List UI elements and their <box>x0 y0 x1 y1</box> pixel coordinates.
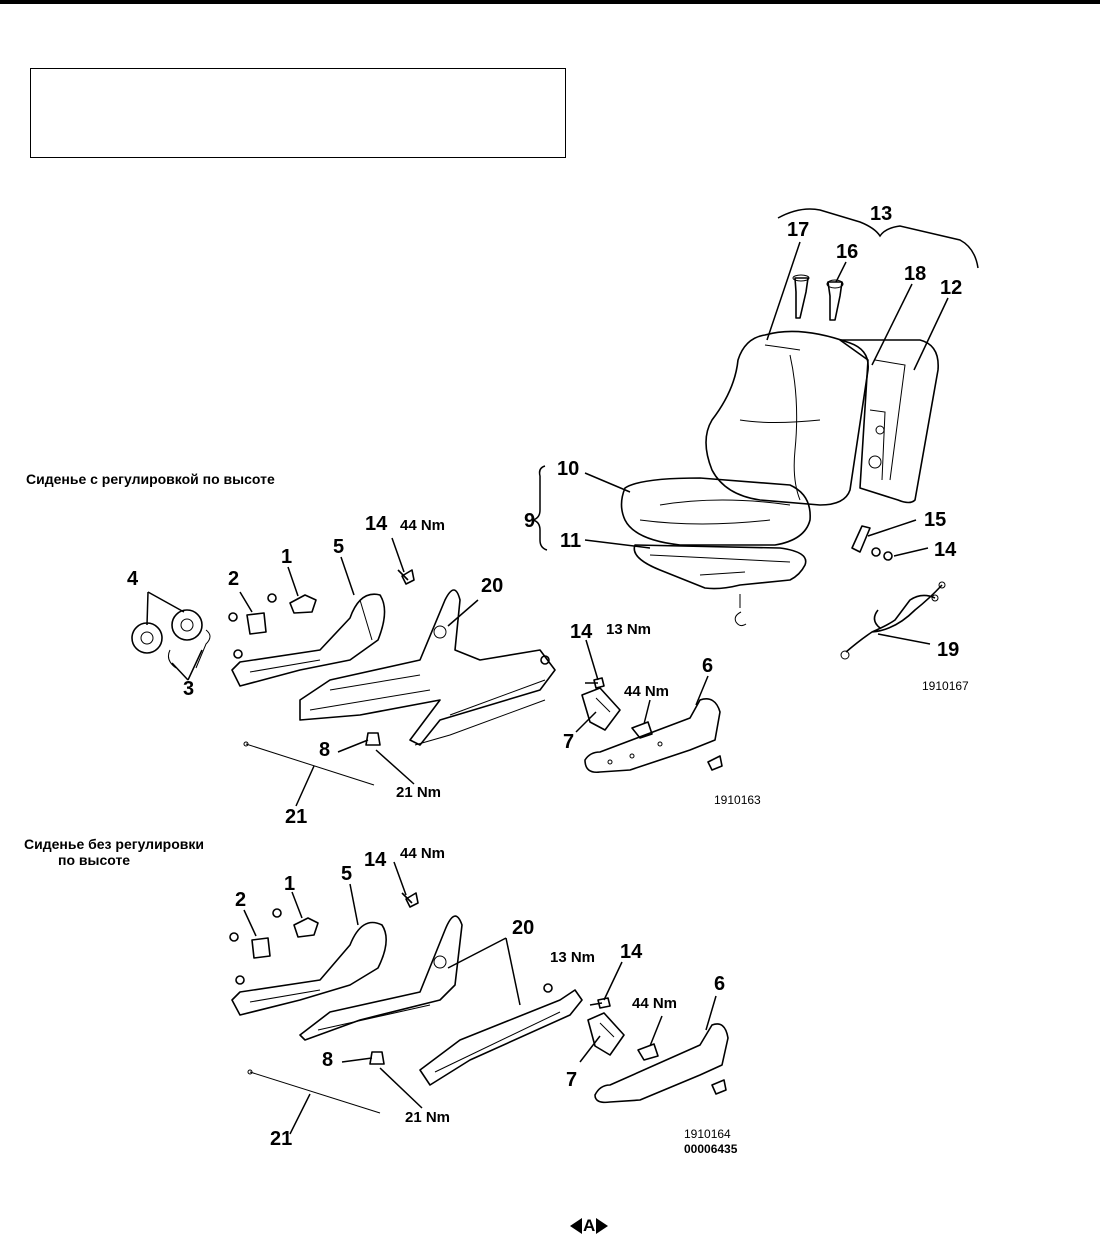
pump-8-b <box>369 1051 385 1065</box>
torque-44-mid-b: 44 Nm <box>624 683 669 700</box>
knob-4 <box>131 609 203 654</box>
height-adjust-assembly <box>131 537 723 807</box>
label-14-mid-b: 14 <box>570 621 593 643</box>
torque-13-bot: 13 Nm <box>550 949 595 966</box>
label-16: 16 <box>836 241 858 263</box>
torque-44-bot-b: 44 Nm <box>632 995 677 1012</box>
seat-back-frame <box>839 339 939 504</box>
buckle-7-b <box>587 1012 625 1056</box>
cover-1-b <box>293 917 319 938</box>
label-14-bot-b: 14 <box>620 941 643 963</box>
caption-no-height-adjust-2: по высоте <box>58 852 131 868</box>
label-18: 18 <box>904 263 926 285</box>
cable-21 <box>245 743 375 786</box>
label-13: 13 <box>870 203 892 225</box>
page-navigation: A <box>570 1216 609 1236</box>
bolt-14-a <box>397 569 415 585</box>
label-1-bot: 1 <box>284 873 295 895</box>
label-10: 10 <box>557 458 579 480</box>
caption-no-height-adjust-1: Сиденье без регулировки <box>24 836 205 852</box>
figure-code-top: 1910167 <box>922 679 969 693</box>
seat-cushion-frame <box>633 544 807 590</box>
label-4: 4 <box>127 568 139 590</box>
label-21-bot: 21 <box>270 1128 292 1150</box>
label-8-mid: 8 <box>319 739 330 761</box>
inner-shield-5-b <box>231 921 387 1016</box>
arrow-left-icon[interactable] <box>570 1218 582 1234</box>
label-20-bot: 20 <box>512 917 534 939</box>
figure-code-bottom: 1910164 <box>684 1127 731 1141</box>
torque-44-bot: 44 Nm <box>400 845 445 862</box>
label-3: 3 <box>183 678 194 700</box>
bracket-15 <box>851 525 871 553</box>
no-height-adjust-assembly <box>229 861 729 1135</box>
label-2-mid: 2 <box>228 568 239 590</box>
torque-21-bot: 21 Nm <box>405 1109 450 1126</box>
torque-13-mid: 13 Nm <box>606 621 651 638</box>
label-6-bot: 6 <box>714 973 725 995</box>
label-7-mid: 7 <box>563 731 574 753</box>
label-11: 11 <box>560 530 581 552</box>
doc-number: 00006435 <box>684 1142 738 1156</box>
label-20-mid: 20 <box>481 575 503 597</box>
note-box <box>30 68 566 158</box>
label-2-bot: 2 <box>235 889 246 911</box>
seat-back-cushion <box>705 330 869 506</box>
torque-44-mid: 44 Nm <box>400 517 445 534</box>
caption-height-adjust: Сиденье с регулировкой по высоте <box>26 471 275 487</box>
seat-cushion <box>620 477 811 546</box>
wiring-harness <box>845 584 943 653</box>
label-6-mid: 6 <box>702 655 713 677</box>
torque-21-mid: 21 Nm <box>396 784 441 801</box>
cover-1 <box>289 594 317 614</box>
label-7-bot: 7 <box>566 1069 577 1091</box>
side-cover-6 <box>584 698 721 774</box>
nav-section-label[interactable]: A <box>583 1216 596 1235</box>
figure-code-middle: 1910163 <box>714 793 761 807</box>
label-9: 9 <box>524 510 535 532</box>
label-5-bot: 5 <box>341 863 352 885</box>
label-14-mid: 14 <box>365 513 388 535</box>
label-15: 15 <box>924 509 946 531</box>
seat-rail-20-a <box>299 915 463 1041</box>
label-21-mid: 21 <box>285 806 307 828</box>
label-1-mid: 1 <box>281 546 292 568</box>
top-rule <box>0 0 1100 4</box>
label-5-mid: 5 <box>333 536 344 558</box>
buckle-7 <box>581 687 621 731</box>
seat-frame-20 <box>299 589 556 746</box>
pump-8 <box>365 732 381 746</box>
label-8-bot: 8 <box>322 1049 333 1071</box>
part-labels: 13 17 16 18 12 10 9 11 15 14 19 1910167 … <box>127 203 969 1156</box>
seat-rail-20-b <box>419 989 583 1086</box>
headrest-guide-17 <box>794 277 809 319</box>
cable-21-b <box>249 1071 381 1114</box>
label-14-bot: 14 <box>364 849 387 871</box>
arrow-right-icon[interactable] <box>596 1218 609 1234</box>
label-12: 12 <box>940 277 962 299</box>
seat-assembly <box>530 208 979 660</box>
label-17: 17 <box>787 219 809 241</box>
label-19: 19 <box>937 639 959 661</box>
cover-2 <box>246 612 267 635</box>
inner-shield-5 <box>231 593 386 687</box>
cover-2-b <box>251 937 271 959</box>
label-14-top: 14 <box>934 539 957 561</box>
side-cover-6-b <box>594 1023 729 1104</box>
